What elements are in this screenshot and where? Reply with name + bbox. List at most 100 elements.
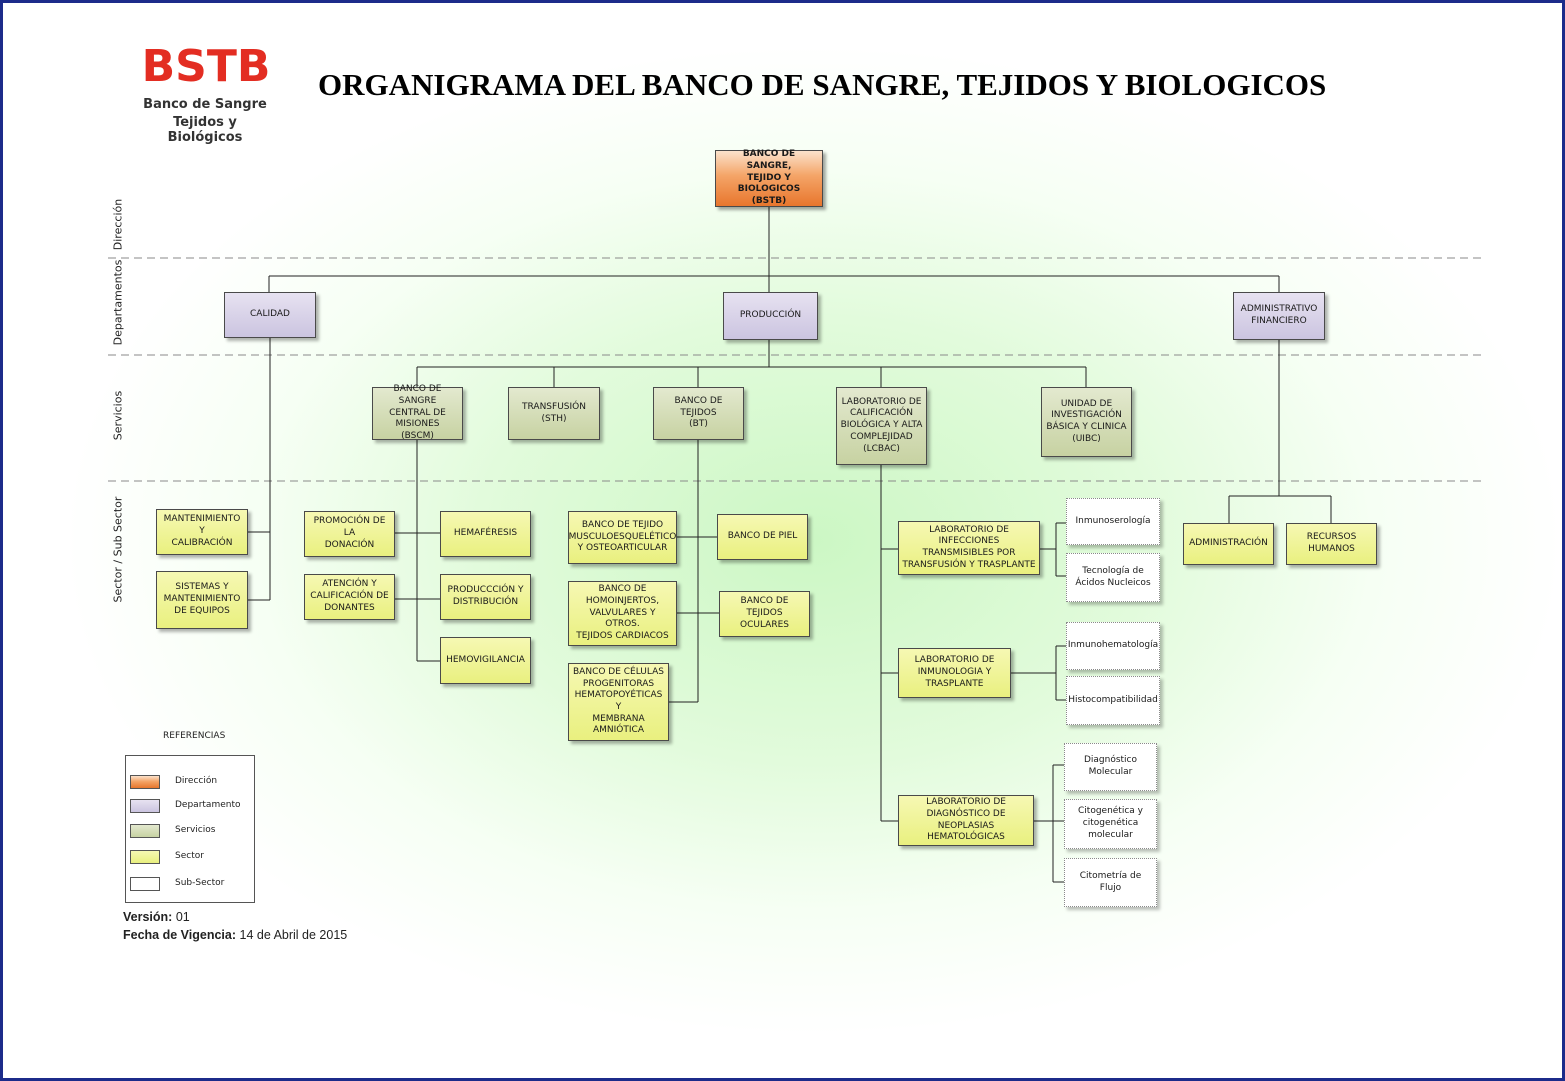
node-label-line: DONACIÓN [324, 539, 375, 550]
node-label-line: citogenética [1082, 818, 1139, 829]
node-label-line: ADMINISTRACIÓN [1189, 538, 1268, 549]
node-label-line: BANCO DE CÉLULAS [573, 666, 664, 677]
node-label-line: BANCO DE TEJIDO [581, 519, 664, 530]
node-label-line: PROMOCIÓN DE LA [313, 516, 386, 539]
node-label-line: COMPLEJIDAD [850, 431, 913, 442]
node-label-line: HUMANOS [1308, 544, 1355, 554]
legend-label: Sector [175, 851, 204, 861]
node-label-line: Diagnóstico [1083, 755, 1138, 766]
node-label-line: MEMBRANA [592, 713, 645, 724]
node-label-line: Histocompatibilidad [1068, 694, 1158, 705]
node-label-line: HEMAFÉRESIS [453, 528, 518, 539]
logo-subtitle-line1: Banco de Sangre [143, 97, 267, 112]
node-label-line: LABORATORIO DE [914, 655, 995, 666]
version-label: Versión: [123, 910, 173, 924]
node-label-line: TRASPLANTE [925, 678, 984, 689]
node-label-line: Y OSTEOARTICULAR [577, 543, 668, 554]
node-label-line: TRANSMISIBLES POR [922, 548, 1016, 558]
node-label-line: CALIBRACIÓN [171, 537, 233, 548]
effective-date-line: Fecha de Vigencia: 14 de Abril de 2015 [123, 928, 347, 942]
node-label-line: PRODUCCCIÓN Y [447, 585, 524, 596]
node-label-line: Molecular [1088, 767, 1133, 777]
node-label: Inmunohematología [1068, 640, 1158, 652]
node-label-line: LABORATORIO DE [926, 797, 1006, 808]
node-label: BANCO DE TEJIDOS(BT) [657, 396, 740, 431]
node-sth[interactable]: TRANSFUSIÓN(STH) [508, 387, 600, 440]
node-citometria-flujo[interactable]: Citometría de Flujo [1064, 858, 1157, 907]
node-label-line: AMNIÓTICA [593, 725, 644, 736]
node-produccion[interactable]: PRODUCCIÓN [723, 292, 818, 340]
node-label: CALIDAD [250, 309, 290, 321]
node-calidad[interactable]: CALIDAD [224, 292, 316, 338]
node-label-line: BIOLÓGICA Y ALTA [840, 420, 923, 431]
node-hemaferesis[interactable]: HEMAFÉRESIS [440, 511, 531, 557]
node-label: HEMOVIGILANCIA [446, 655, 525, 667]
node-label-line: ADMINISTRATIVO [1240, 304, 1318, 315]
node-label-line: HEMATOPOYÉTICAS Y [574, 690, 663, 712]
references-legend: Dirección Departamento Servicios Sector … [125, 755, 255, 903]
node-label-line: (BSTB) [751, 196, 787, 207]
node-inmunohematologia[interactable]: Inmunohematología [1066, 622, 1160, 670]
node-label: TRANSFUSIÓN(STH) [522, 402, 586, 425]
node-label-line: MISIONES [395, 419, 440, 430]
node-label-line: (UIBC) [1072, 433, 1101, 444]
legend-swatch-departamento [130, 799, 160, 813]
node-histocompatibilidad[interactable]: Histocompatibilidad [1066, 676, 1160, 725]
node-label-line: HEMATOLÓGICAS [927, 832, 1005, 843]
node-bstb[interactable]: BANCO DE SANGRE,TEJIDO Y BIOLOGICOS(BSTB… [715, 149, 823, 207]
node-label-line: (BSCM) [401, 431, 434, 442]
node-label-line: Inmunohematología [1067, 640, 1159, 651]
node-label-line: OCULARES [740, 619, 789, 630]
legend-item-sub-sector: Sub-Sector [130, 876, 254, 892]
node-label-line: CALIFICACIÓN [850, 408, 913, 419]
node-label-line: (BT) [689, 419, 708, 430]
version-line: Versión: 01 [123, 910, 190, 924]
level-dividers [108, 257, 1485, 482]
node-label-line: Ácidos Nucleicos [1075, 577, 1151, 588]
node-label-line: DE EQUIPOS [174, 605, 230, 616]
version-value: 01 [175, 910, 190, 924]
node-banco-piel[interactable]: BANCO DE PIEL [717, 514, 808, 560]
legend-swatch-sub-sector [130, 877, 160, 891]
node-bt[interactable]: BANCO DE TEJIDOS(BT) [653, 387, 744, 440]
node-hemovigilancia[interactable]: HEMOVIGILANCIA [440, 637, 531, 684]
node-label-line: SISTEMAS Y [175, 582, 229, 593]
node-inmunoserologia[interactable]: Inmunoserología [1066, 498, 1160, 545]
node-administracion[interactable]: ADMINISTRACIÓN [1183, 523, 1274, 565]
legend-swatch-sector [130, 850, 160, 864]
legend-swatch-direccion [130, 775, 160, 789]
node-label-line: (LCBAC) [863, 443, 900, 454]
node-label-line: CENTRAL DE [389, 407, 446, 418]
node-label-line: CALIFICACIÓN DE [310, 591, 389, 602]
node-label-line: TEJIDO Y BIOLOGICOS [737, 172, 801, 195]
